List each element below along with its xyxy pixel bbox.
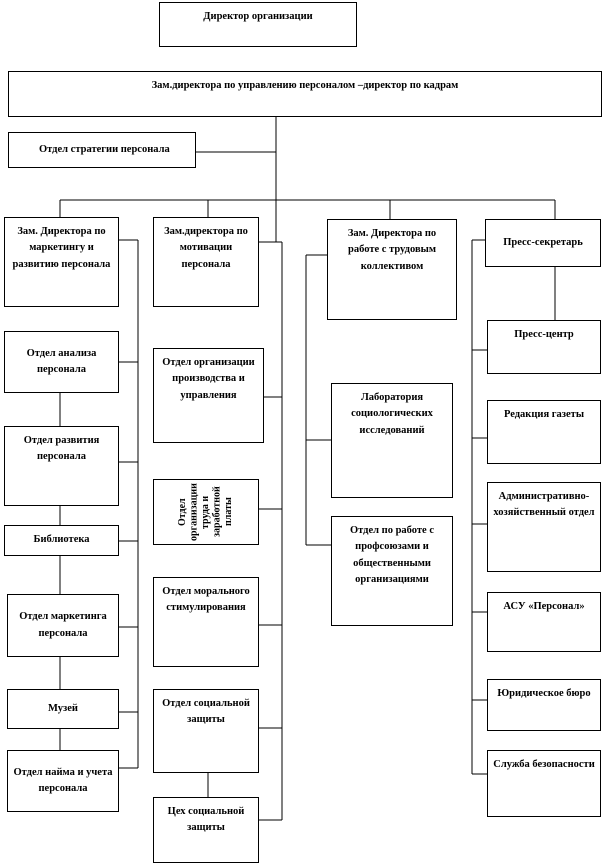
column2-unit-box: Отдел социальной защиты — [153, 689, 259, 773]
column4-head-box: Пресс-секретарь — [485, 219, 601, 267]
column3-unit-box: Лаборатория социологических исследований — [331, 383, 453, 498]
strategy-dept-label: Отдел стратегии персонала — [39, 143, 170, 155]
column1-unit-box: Музей — [7, 689, 119, 729]
column2-unit-label: Цех социальной защиты — [167, 806, 245, 834]
column1-unit-box: Отдел анализа персонала — [4, 331, 119, 393]
column1-unit-label: Музей — [48, 702, 78, 714]
column4-unit-label: Административно-хозяйственный отдел — [493, 491, 595, 519]
deputy-hr-label: Зам.директора по управлению персоналом –… — [151, 80, 459, 91]
column3-unit-box: Отдел по работе с профсоюзами и обществе… — [331, 516, 453, 626]
column1-unit-label: Отдел маркетинга персонала — [19, 611, 107, 639]
column4-unit-label: Служба безопасности — [493, 759, 595, 770]
column1-unit-label: Библиотека — [33, 534, 90, 546]
column2-head-label: Зам.директора по мотивации персонала — [164, 226, 248, 270]
column4-unit-box: АСУ «Персонал» — [487, 592, 601, 652]
column4-unit-label: Редакция газеты — [503, 409, 585, 420]
column4-head-label: Пресс-секретарь — [503, 236, 583, 248]
column4-unit-box: Служба безопасности — [487, 750, 601, 817]
director-box: Директор организации — [159, 2, 357, 47]
column1-unit-box: Отдел найма и учета персонала — [7, 750, 119, 812]
column1-unit-box: Отдел развития персонала — [4, 426, 119, 506]
column1-head-label: Зам. Директора по маркетингу и развитию … — [12, 226, 111, 270]
column1-unit-label: Отдел развития персонала — [23, 435, 100, 463]
column1-unit-label: Отдел найма и учета персонала — [13, 766, 113, 794]
strategy-dept-box: Отдел стратегии персонала — [8, 132, 196, 168]
column3-head-box: Зам. Директора по работе с трудовым колл… — [327, 219, 457, 320]
column2-unit-label: Отдел социальной защиты — [162, 698, 250, 726]
column2-head-box: Зам.директора по мотивации персонала — [153, 217, 259, 307]
column1-unit-box: Библиотека — [4, 525, 119, 556]
column4-unit-label: Пресс-центр — [514, 329, 574, 340]
column4-unit-box: Пресс-центр — [487, 320, 601, 374]
column2-unit-box: Отдел организации производства и управле… — [153, 348, 264, 443]
column3-unit-label: Отдел по работе с профсоюзами и обществе… — [349, 525, 434, 585]
column4-unit-box: Редакция газеты — [487, 400, 601, 464]
column1-head-box: Зам. Директора по маркетингу и развитию … — [4, 217, 119, 307]
column2-unit-box: Отдел организации труда и заработной пла… — [153, 479, 259, 545]
column2-unit-label: Отдел организации труда и заработной пла… — [177, 483, 235, 541]
column2-unit-box: Отдел морального стимулирования — [153, 577, 259, 667]
column1-unit-label: Отдел анализа персонала — [26, 347, 97, 375]
column2-unit-box: Цех социальной защиты — [153, 797, 259, 863]
column3-unit-label: Лаборатория социологических исследований — [351, 392, 433, 436]
column1-unit-box: Отдел маркетинга персонала — [7, 594, 119, 657]
column4-unit-box: Юридическое бюро — [487, 679, 601, 731]
column2-unit-label: Отдел морального стимулирования — [162, 586, 250, 614]
column3-head-label: Зам. Директора по работе с трудовым колл… — [347, 228, 437, 272]
column4-unit-label: Юридическое бюро — [497, 688, 591, 699]
column2-unit-label: Отдел организации производства и управле… — [162, 357, 255, 401]
deputy-hr-box: Зам.директора по управлению персоналом –… — [8, 71, 602, 117]
column4-unit-label: АСУ «Персонал» — [503, 601, 585, 612]
director-label: Директор организации — [203, 11, 313, 22]
column4-unit-box: Административно-хозяйственный отдел — [487, 482, 601, 572]
